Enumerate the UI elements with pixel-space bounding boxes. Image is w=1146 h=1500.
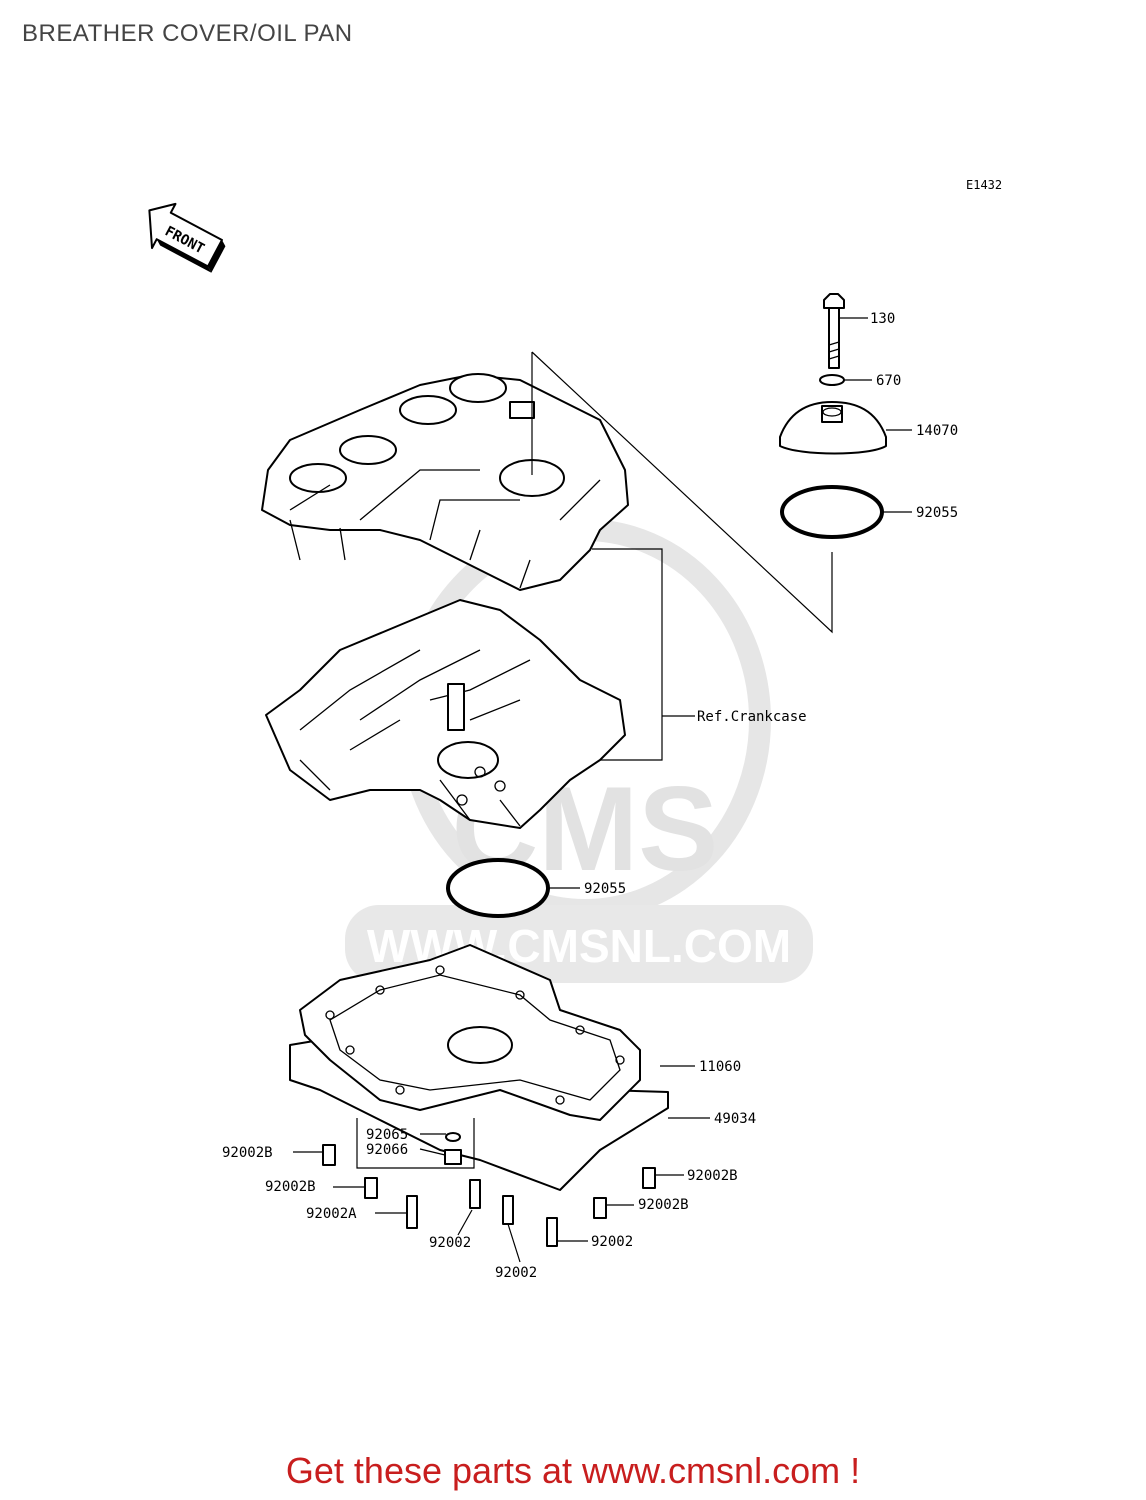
o-ring-670 <box>819 374 845 386</box>
o-ring-92055-top <box>780 485 884 539</box>
front-arrow-icon: FRONT <box>148 202 226 273</box>
ref-crankcase-bracket <box>592 548 695 761</box>
o-ring-92055-mid <box>446 858 550 918</box>
callout-92002-3: 92002 <box>591 1234 633 1250</box>
callout-92002b-2: 92002B <box>265 1179 316 1195</box>
washer-92065 <box>445 1132 461 1142</box>
callout-11060: 11060 <box>699 1059 741 1075</box>
callout-92065: 92065 <box>366 1127 408 1143</box>
callout-130: 130 <box>870 311 895 327</box>
callout-92055-mid: 92055 <box>584 881 626 897</box>
callout-92002b-3: 92002B <box>687 1168 738 1184</box>
leader-lines <box>293 317 912 1263</box>
breather-cover-14070 <box>779 401 887 455</box>
callout-49034: 49034 <box>714 1111 756 1127</box>
oil-pan-assembly <box>289 944 669 1191</box>
lower-crankcase <box>265 599 626 829</box>
page-title: BREATHER COVER/OIL PAN <box>22 20 353 47</box>
bolt-130 <box>823 293 845 369</box>
callout-92002b-4: 92002B <box>638 1197 689 1213</box>
callout-14070: 14070 <box>916 423 958 439</box>
callout-92066: 92066 <box>366 1142 408 1158</box>
upper-crankcase <box>261 373 629 591</box>
callout-92002a: 92002A <box>306 1206 357 1222</box>
callout-92002b-1: 92002B <box>222 1145 273 1161</box>
oil-pan-bolts <box>322 1144 656 1247</box>
callout-92055-top: 92055 <box>916 505 958 521</box>
callout-92002-2: 92002 <box>495 1265 537 1281</box>
callout-92002-1: 92002 <box>429 1235 471 1251</box>
drain-plug-bracket <box>356 1118 475 1169</box>
footer-parts-link[interactable]: Get these parts at www.cmsnl.com ! <box>285 1450 861 1491</box>
drain-plug-92066 <box>444 1149 462 1165</box>
callout-670: 670 <box>876 373 901 389</box>
breather-guide-line <box>531 351 833 634</box>
callout-ref-crankcase: Ref.Crankcase <box>697 709 807 725</box>
diagram-code: E1432 <box>966 178 1003 192</box>
